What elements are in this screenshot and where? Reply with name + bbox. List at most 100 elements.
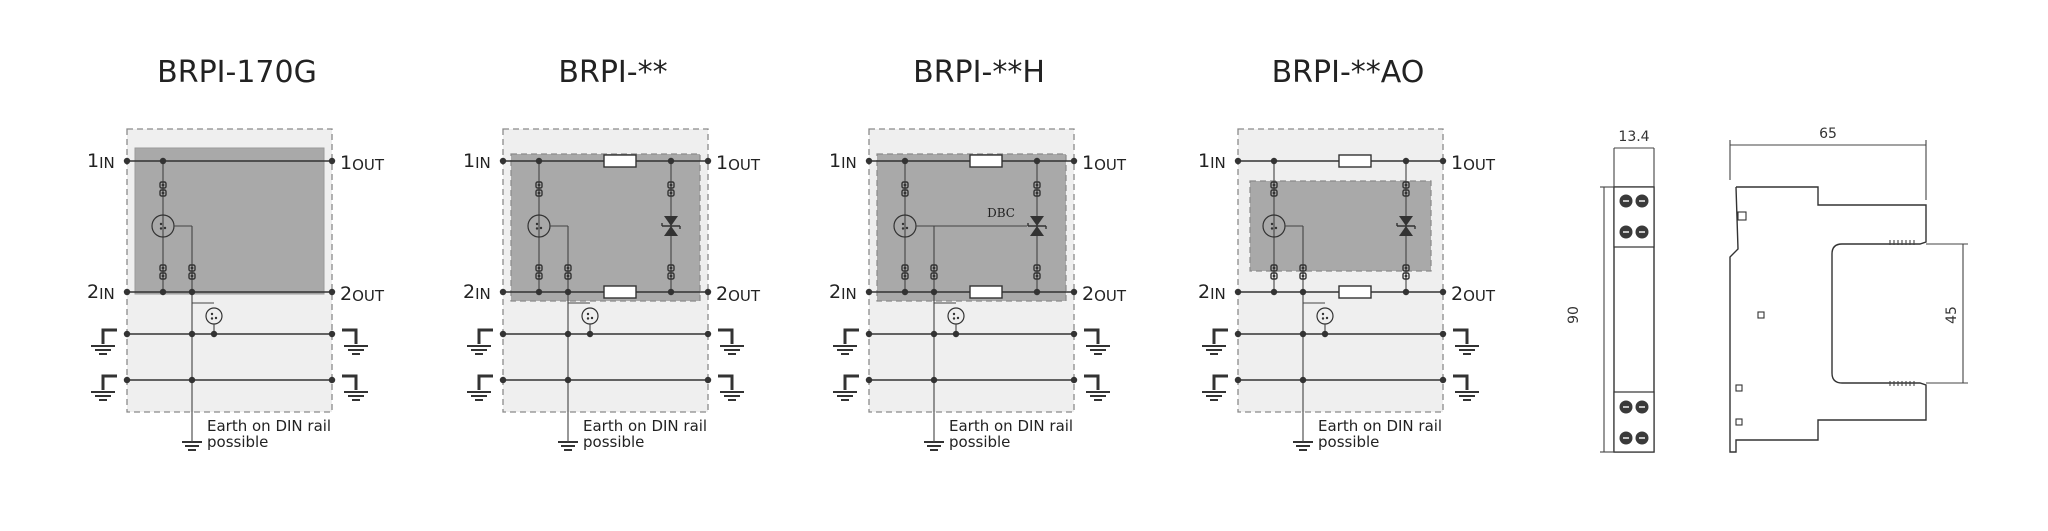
pin-suffix: IN	[475, 154, 491, 172]
varistor-body-bottom	[1033, 272, 1041, 280]
varistor-dot	[903, 191, 907, 195]
junction-dot	[188, 288, 196, 296]
junction-dot	[564, 330, 572, 338]
gdt-dot	[901, 222, 905, 226]
gdt-dot	[163, 226, 167, 230]
varistor-symbol	[1033, 181, 1041, 197]
junction-dot	[1439, 157, 1447, 165]
junction-dot	[123, 376, 131, 384]
rail-bracket	[1453, 374, 1469, 390]
tvs-diode-symbol	[1396, 216, 1416, 236]
pin-number: 1	[340, 152, 352, 174]
pin-suffix: IN	[841, 285, 857, 303]
varistor-dot	[1404, 191, 1408, 195]
junction-dot	[123, 288, 131, 296]
varistor-body-bottom	[188, 272, 196, 280]
gdt-dot	[905, 226, 909, 230]
junction-dot	[865, 330, 873, 338]
varistor-dot	[1404, 274, 1408, 278]
varistor-dot	[903, 266, 907, 270]
rail-bracket	[1453, 328, 1469, 344]
pin-suffix: IN	[1210, 154, 1226, 172]
varistor-dot	[161, 191, 165, 195]
junction-dot	[499, 288, 507, 296]
varistor-symbol	[1270, 181, 1278, 197]
pin-suffix: OUT	[728, 287, 761, 305]
rail-earth-icon	[1202, 374, 1228, 401]
varistor-dot	[1404, 266, 1408, 270]
varistor-body-top	[901, 181, 909, 189]
resistor-symbol	[1338, 154, 1372, 168]
pin-number: 2	[1082, 283, 1094, 305]
junction-dot	[865, 157, 873, 165]
junction-dot	[1439, 376, 1447, 384]
rail-bracket	[718, 328, 734, 344]
rail-earth-icon	[342, 328, 368, 355]
varistor-body-bottom	[901, 272, 909, 280]
junction-dot	[930, 330, 938, 338]
rail-bracket	[477, 328, 493, 344]
junction-dot	[159, 157, 167, 165]
earth-ground-icon	[558, 441, 578, 451]
gdt-dot	[586, 312, 590, 316]
pin-label-1in: 1IN	[463, 150, 491, 172]
rail-bracket	[101, 328, 117, 344]
varistor-dot	[903, 274, 907, 278]
rail-bracket	[342, 328, 358, 344]
junction-dot	[667, 157, 675, 165]
junction-dot	[159, 288, 167, 296]
varistor-dot	[1272, 191, 1276, 195]
gdt-dot	[952, 312, 956, 316]
varistor-body-bottom	[564, 272, 572, 280]
rail-bracket	[843, 374, 859, 390]
earth-note-line-2: possible	[207, 433, 268, 451]
rail-bracket	[1084, 374, 1100, 390]
gdt-dot	[1274, 226, 1278, 230]
gdt-dot	[901, 227, 905, 230]
varistor-symbol	[1299, 264, 1307, 280]
pin-number: 2	[340, 283, 352, 305]
varistor-dot	[161, 266, 165, 270]
earth-note-line-1: Earth on DIN rail	[583, 417, 707, 435]
junction-dot	[123, 330, 131, 338]
varistor-body-top	[535, 264, 543, 272]
side-detail	[1737, 211, 1747, 221]
pin-number: 2	[463, 281, 475, 303]
junction-dot	[210, 330, 218, 338]
gdt-dot	[586, 317, 590, 320]
gdt-dot	[1270, 227, 1274, 230]
pin-suffix: IN	[99, 285, 115, 303]
varistor-dot	[669, 183, 673, 187]
rail-earth-icon	[1084, 328, 1110, 355]
junction-dot	[123, 157, 131, 165]
junction-dot	[1234, 288, 1242, 296]
varistor-body-top	[1033, 264, 1041, 272]
pin-number: 2	[716, 283, 728, 305]
junction-dot	[1299, 330, 1307, 338]
earth-ground-icon	[182, 441, 202, 451]
rail-earth-icon	[718, 374, 744, 401]
pin-number: 1	[463, 150, 475, 172]
junction-dot	[704, 157, 712, 165]
varistor-body-top	[159, 181, 167, 189]
varistor-dot	[190, 274, 194, 278]
junction-dot	[901, 288, 909, 296]
side-detail	[1735, 384, 1743, 392]
rail-earth-icon	[467, 328, 493, 355]
varistor-dot	[669, 191, 673, 195]
varistor-dot	[566, 274, 570, 278]
pin-label-2out: 2OUT	[1082, 283, 1127, 305]
varistor-dot	[1301, 266, 1305, 270]
resistor-symbol	[603, 285, 637, 299]
pin-number: 1	[829, 150, 841, 172]
varistor-symbol	[564, 264, 572, 280]
varistor-body-bottom	[1270, 272, 1278, 280]
earth-note-line-1: Earth on DIN rail	[207, 417, 331, 435]
tvs-triangle-bottom	[1399, 226, 1413, 236]
earth-note-line-2: possible	[583, 433, 644, 451]
varistor-body-top	[1402, 181, 1410, 189]
